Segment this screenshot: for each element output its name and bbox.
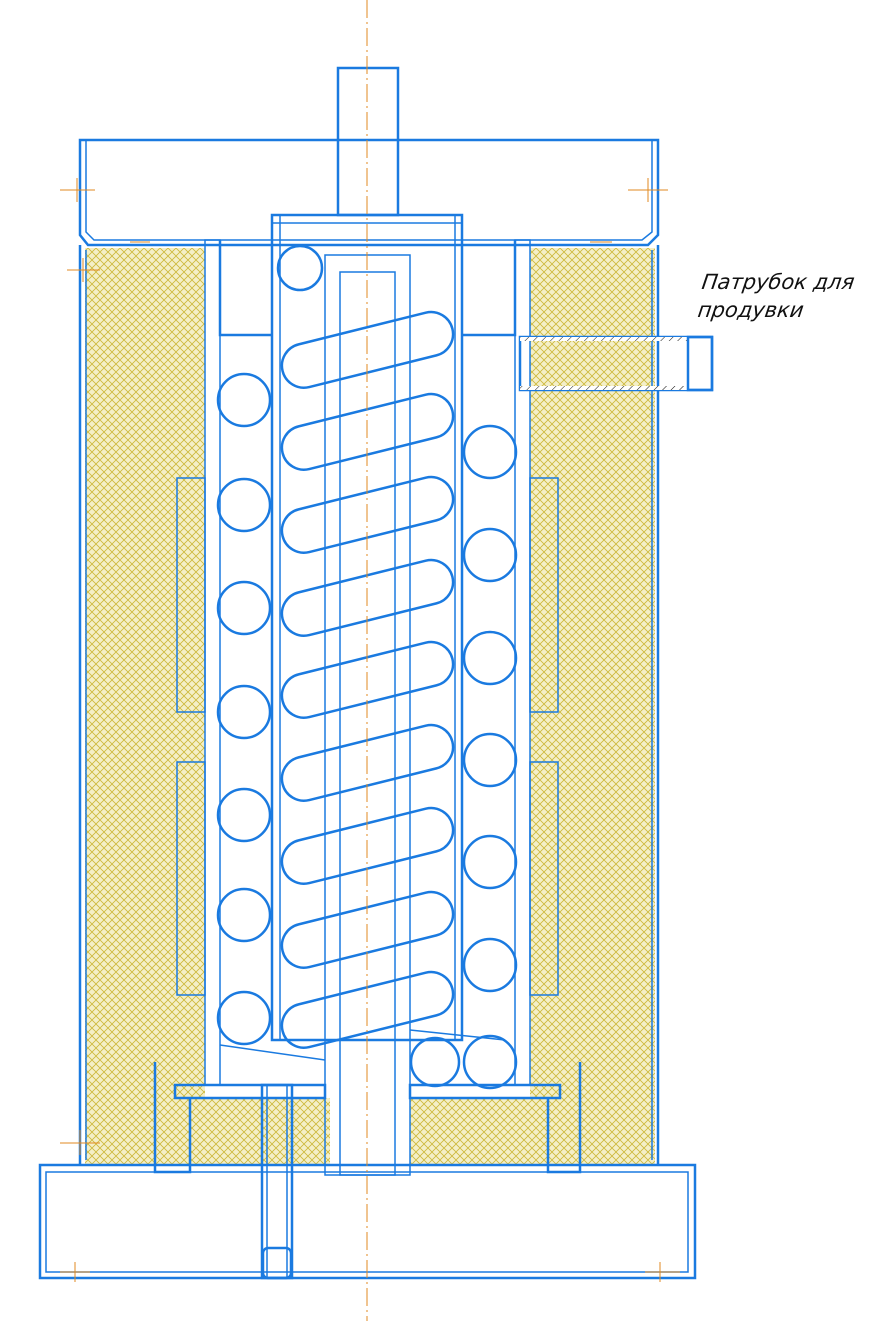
blow-pipe-callout: Патрубок для продувки	[696, 268, 856, 324]
inner-helix	[276, 244, 455, 1049]
callout-line-2: продувки	[696, 298, 806, 322]
coil-turn-section	[216, 787, 272, 843]
coil-turn-section	[462, 424, 518, 480]
coil-turn-section	[462, 732, 518, 788]
coil-turn-section	[216, 887, 272, 943]
helix-turn	[280, 723, 455, 802]
helix-turn	[280, 392, 455, 471]
helix-turn	[280, 558, 455, 637]
coil-turn-section	[216, 477, 272, 533]
blow-pipe	[518, 335, 714, 392]
helix-turn	[280, 890, 455, 969]
center-marks	[60, 178, 680, 1282]
helix-turn	[280, 475, 455, 554]
coil-turn-section	[462, 630, 518, 686]
helix-turn	[280, 310, 455, 389]
coil-turn-section	[216, 684, 272, 740]
helix-turn	[280, 806, 455, 885]
coil-turn-section	[216, 580, 272, 636]
helix-turn	[280, 640, 455, 719]
callout-line-1: Патрубок для	[700, 270, 857, 294]
outer-coil-turns	[216, 372, 518, 1090]
coil-turn-section	[216, 990, 272, 1046]
coil-turn-section	[462, 527, 518, 583]
coil-turn-section	[216, 372, 272, 428]
helix-turn	[280, 970, 455, 1049]
coil-turn-section	[462, 1034, 518, 1090]
coil-turn-section	[409, 1036, 461, 1088]
base	[38, 1163, 697, 1280]
insulation	[85, 248, 655, 1165]
coil-turn-section	[462, 937, 518, 993]
coil-turn-section	[462, 834, 518, 890]
housing	[78, 245, 660, 1165]
